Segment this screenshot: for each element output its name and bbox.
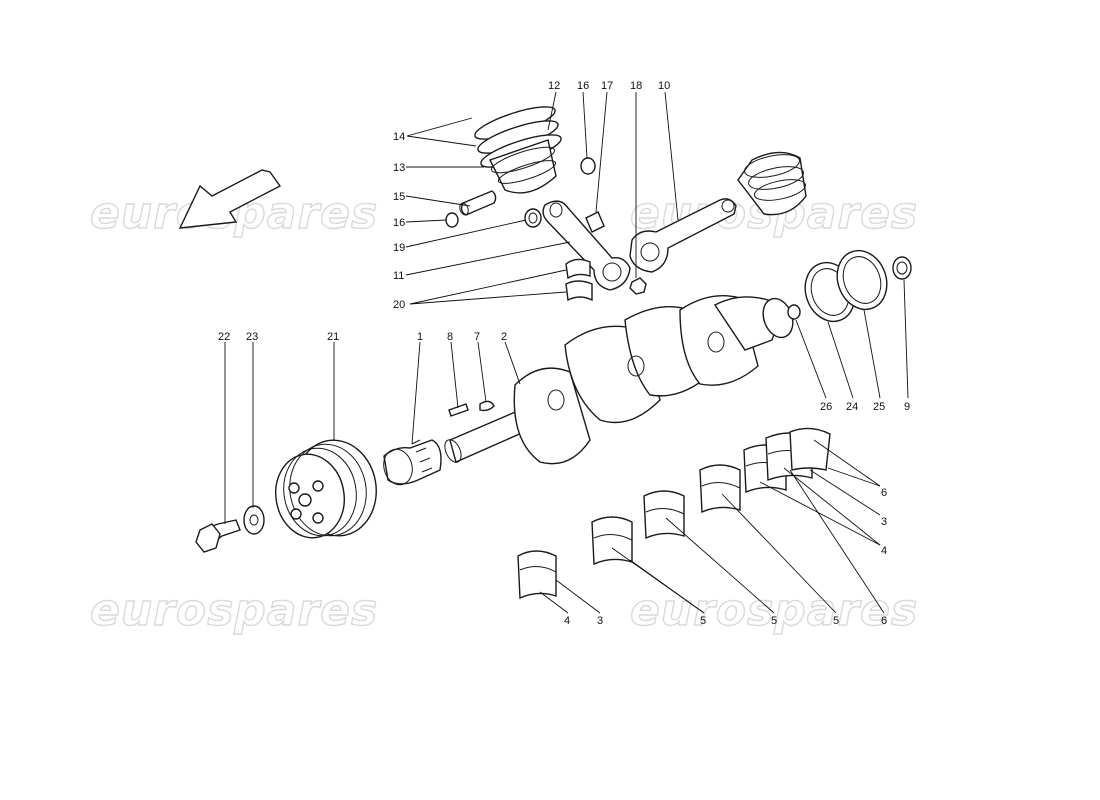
spigot-bush: [787, 304, 801, 320]
seal-carrier: [836, 249, 888, 311]
callout-3-bottom: 3: [597, 615, 603, 627]
callout-23: 23: [246, 331, 258, 343]
connecting-rod-right: [629, 198, 737, 273]
callout-21: 21: [327, 331, 339, 343]
callout-9: 9: [904, 401, 910, 413]
main-bearing-shells: [517, 427, 831, 600]
woodruff-key: [448, 403, 469, 417]
thrust-washer: [789, 427, 831, 471]
piston-pin: [459, 190, 497, 216]
crank-pulley: [275, 439, 377, 539]
bearing-bush: [892, 256, 912, 280]
callout-16-top: 16: [577, 80, 589, 92]
callout-13: 13: [393, 162, 405, 174]
callout-5-c: 5: [833, 615, 839, 627]
rod-nut: [629, 277, 647, 295]
callout-2: 2: [501, 331, 507, 343]
callout-11: 11: [393, 270, 404, 282]
direction-arrow-icon: [178, 169, 282, 229]
callout-20: 20: [393, 299, 405, 311]
callout-labels: 12 16 17 18 10 14 13 15 16 19 11 20 22 2…: [218, 80, 910, 627]
main-bearing-shell-2: [591, 516, 633, 566]
callout-6-upper: 6: [881, 487, 887, 499]
rod-bearing-shells: [565, 258, 593, 302]
callout-12: 12: [548, 80, 560, 92]
circlip-upper: [580, 157, 596, 175]
watermark-bottom-right: eurospares: [630, 585, 918, 636]
callout-18: 18: [630, 80, 642, 92]
callout-15: 15: [393, 191, 405, 203]
callout-5-b: 5: [771, 615, 777, 627]
callout-5-a: 5: [700, 615, 706, 627]
timing-gear: [383, 439, 442, 486]
callout-24: 24: [846, 401, 858, 413]
callout-4-right: 4: [881, 545, 887, 557]
main-bearing-shell-3: [643, 490, 685, 540]
callout-26: 26: [820, 401, 832, 413]
piston-with-rings: [474, 106, 562, 194]
callout-16-left: 16: [393, 217, 405, 229]
locating-pin: [479, 400, 495, 412]
leader-lines: [224, 91, 909, 614]
callout-17: 17: [601, 80, 613, 92]
callout-6-lower: 6: [881, 615, 887, 627]
callout-1: 1: [417, 331, 423, 343]
callout-8: 8: [447, 331, 453, 343]
piston-right: [737, 151, 807, 216]
main-bearing-shell-4: [699, 464, 741, 514]
callout-7: 7: [474, 331, 480, 343]
pulley-bolt: [195, 519, 241, 553]
small-end-bush: [524, 208, 542, 228]
connecting-rod-left: [542, 200, 631, 291]
main-bearing-shell-1: [517, 550, 557, 600]
crankshaft: [444, 295, 794, 465]
watermark-bottom-left: eurospares: [90, 585, 378, 636]
pulley-washer: [243, 505, 265, 535]
callout-25: 25: [873, 401, 885, 413]
callout-10: 10: [658, 80, 670, 92]
callout-19: 19: [393, 242, 405, 254]
callout-3-right: 3: [881, 516, 887, 528]
circlip-lower: [445, 212, 459, 228]
callout-22: 22: [218, 331, 230, 343]
callout-14: 14: [393, 131, 405, 143]
callout-4-bottom: 4: [564, 615, 570, 627]
